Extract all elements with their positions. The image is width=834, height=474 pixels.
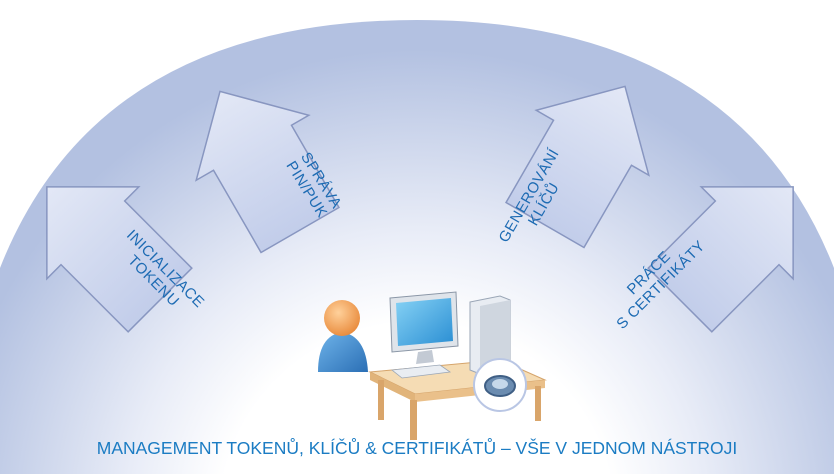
arrow-sprava: [195, 90, 340, 254]
user-icon: [318, 300, 368, 372]
arrow-inicializace: [46, 186, 193, 333]
arrow-prace: [647, 186, 794, 333]
smartcard-reader-icon: [473, 358, 527, 412]
arrow-generovani: [505, 85, 650, 249]
caption: MANAGEMENT TOKENŮ, KLÍČŮ & CERTIFIKÁTŮ –…: [96, 438, 738, 458]
computer-icon: [389, 291, 511, 379]
